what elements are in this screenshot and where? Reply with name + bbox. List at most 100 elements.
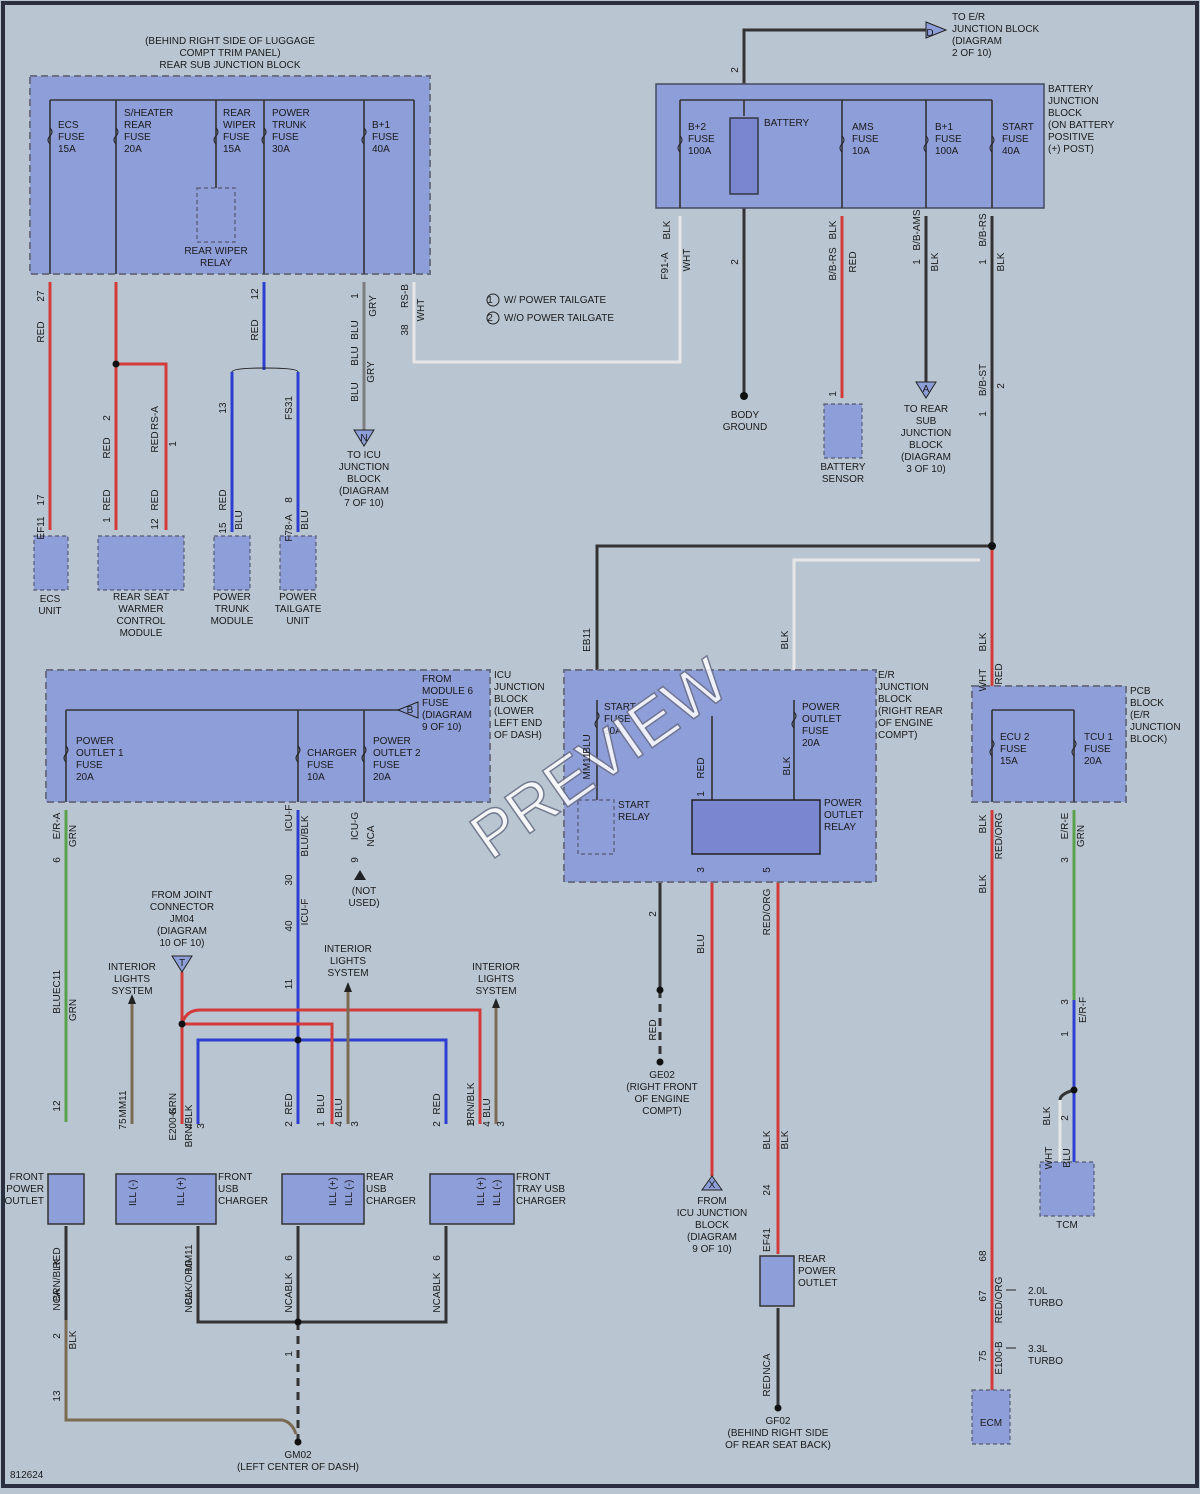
ftusb-ill-minus: ILL (-) bbox=[492, 1180, 503, 1206]
power-tailgate-unit[interactable] bbox=[279, 535, 317, 591]
wire-label-10: 2 bbox=[102, 415, 113, 421]
wire-label-63: NCA bbox=[366, 825, 377, 846]
wire-label-38: BLK bbox=[828, 220, 839, 239]
wire-label-40: 1 bbox=[912, 259, 923, 265]
pcb-title-4: JUNCTION bbox=[1130, 722, 1181, 733]
fusb-ill-plus: ILL (+) bbox=[176, 1177, 187, 1206]
flag-b: B bbox=[407, 705, 414, 716]
ecs-unit[interactable] bbox=[33, 535, 69, 591]
b1-fuse-2: FUSE bbox=[372, 132, 399, 143]
rear-power-outlet[interactable] bbox=[759, 1255, 795, 1307]
wire-label-34: BLK bbox=[662, 220, 673, 239]
icu-jb-title-5: LEFT END bbox=[494, 718, 542, 729]
front-power-outlet[interactable] bbox=[47, 1173, 85, 1225]
to-rear-sub-1: TO REAR bbox=[904, 404, 948, 415]
wire-label-102: NCA bbox=[52, 1289, 63, 1310]
from-jm04-5: 10 OF 10) bbox=[159, 938, 204, 949]
ils-c-1: INTERIOR bbox=[472, 962, 520, 973]
wire-label-41: B/B-AMS bbox=[912, 209, 923, 250]
battery-jb-title-6: (+) POST) bbox=[1048, 144, 1094, 155]
tcm-label: TCM bbox=[1056, 1220, 1078, 1231]
front-tray-usb-charger[interactable] bbox=[429, 1173, 515, 1225]
wire-label-15: 13 bbox=[218, 402, 229, 414]
rpo-3: OUTLET bbox=[798, 1278, 837, 1289]
pcb-title-3: (E/R bbox=[1130, 710, 1150, 721]
sheater-fuse-2: REAR bbox=[124, 120, 152, 131]
legend-item-1: W/ POWER TAILGATE bbox=[504, 295, 607, 306]
rear-seat-warmer-module[interactable] bbox=[97, 535, 185, 591]
ils-c-3: SYSTEM bbox=[475, 986, 516, 997]
wiper-fuse-3: FUSE bbox=[223, 132, 250, 143]
from-module-4: (DIAGRAM bbox=[422, 710, 472, 721]
tcm[interactable] bbox=[1039, 1161, 1095, 1217]
wire-label-45: BLK bbox=[996, 252, 1007, 271]
fpo-3: OUTLET bbox=[5, 1196, 44, 1207]
er-start-fuse-1: START bbox=[604, 702, 636, 713]
wire-label-100: RED bbox=[52, 1247, 63, 1268]
diagram-id: 812624 bbox=[10, 1470, 44, 1481]
wire-label-133: 4 bbox=[184, 1123, 195, 1129]
rusb-ill-minus: ILL (-) bbox=[344, 1180, 355, 1206]
er-start-fuse-3: 30A bbox=[604, 726, 622, 737]
er-jb-title-6: COMPT) bbox=[878, 730, 917, 741]
er-jb-title-1: E/R bbox=[878, 670, 895, 681]
wire-label-140: 1 bbox=[466, 1121, 477, 1127]
wire-label-131: 75 bbox=[118, 1118, 129, 1130]
wire-label-54: RED bbox=[994, 663, 1005, 684]
wire-label-96: BLU bbox=[334, 1098, 345, 1117]
ams-fuse-3: 10A bbox=[852, 146, 870, 157]
battery-sensor-1: BATTERY bbox=[820, 462, 866, 473]
rear-usb-charger[interactable] bbox=[281, 1173, 365, 1225]
rear-wiper-relay-1: REAR WIPER bbox=[184, 246, 247, 257]
bjb-b1-fuse-1: B+1 bbox=[935, 122, 954, 133]
body-ground-1: BODY bbox=[731, 410, 760, 421]
wire-label-138: 3 bbox=[350, 1121, 361, 1127]
gm02-1: GM02 bbox=[284, 1450, 312, 1461]
wire-label-36: 2 bbox=[730, 259, 741, 265]
wire-label-26: RED bbox=[218, 489, 229, 510]
power-trunk-module[interactable] bbox=[213, 535, 251, 591]
wire-label-28: BLU bbox=[234, 510, 245, 529]
battery-sensor[interactable] bbox=[823, 403, 863, 459]
wire-label-92: GRN bbox=[168, 1093, 179, 1115]
ils-c-2: LIGHTS bbox=[478, 974, 514, 985]
battery-sensor-2: SENSOR bbox=[822, 474, 864, 485]
ge02-3: OF ENGINE bbox=[634, 1094, 689, 1105]
wire-label-14: 1 bbox=[168, 441, 179, 447]
ecm[interactable] bbox=[971, 1389, 1011, 1445]
ptu-1: POWER bbox=[279, 592, 317, 603]
wire-label-125: BLU bbox=[1062, 1148, 1073, 1167]
front-usb-charger[interactable] bbox=[115, 1173, 217, 1225]
wire-label-139: 2 bbox=[432, 1121, 443, 1127]
wire-label-20: 17 bbox=[36, 494, 47, 506]
icu-jb-title-4: (LOWER bbox=[494, 706, 534, 717]
gm02-2: (LEFT CENTER OF DASH) bbox=[237, 1462, 359, 1473]
ecu2-fuse-3: 15A bbox=[1000, 756, 1018, 767]
wire-label-11: RS-A bbox=[150, 406, 161, 430]
rpo-1: REAR bbox=[798, 1254, 826, 1265]
wire-label-85: E/R-F bbox=[1078, 997, 1089, 1023]
wire-label-13: RED bbox=[150, 431, 161, 452]
fpo-1: FRONT bbox=[10, 1172, 44, 1183]
wire-label-60: BLU/BLK bbox=[300, 815, 311, 856]
wire-label-73: BLU bbox=[696, 934, 707, 953]
tcu1-fuse-2: FUSE bbox=[1084, 744, 1111, 755]
battery-label: BATTERY bbox=[764, 118, 810, 129]
from-module-5: 9 OF 10) bbox=[422, 722, 461, 733]
fusb-ill-minus: ILL (-) bbox=[128, 1180, 139, 1206]
wire-label-52: BLK bbox=[978, 632, 989, 651]
wire-label-23: 1 bbox=[102, 517, 113, 523]
flag-t: T bbox=[179, 958, 185, 969]
wire-label-86: 1 bbox=[1060, 1031, 1071, 1037]
po-relay-1: POWER bbox=[824, 798, 862, 809]
er-start-fuse-2: FUSE bbox=[604, 714, 631, 725]
to-rear-sub-3: JUNCTION bbox=[901, 428, 952, 439]
ils-b-3: SYSTEM bbox=[327, 968, 368, 979]
charger-fuse-3: 10A bbox=[307, 772, 325, 783]
rpo-2: POWER bbox=[798, 1266, 836, 1277]
wire-label-81: 3 bbox=[1060, 857, 1071, 863]
rswcm-3: CONTROL bbox=[117, 616, 166, 627]
po-relay-3: RELAY bbox=[824, 822, 856, 833]
wire-label-82: E/R-E bbox=[1060, 812, 1071, 839]
